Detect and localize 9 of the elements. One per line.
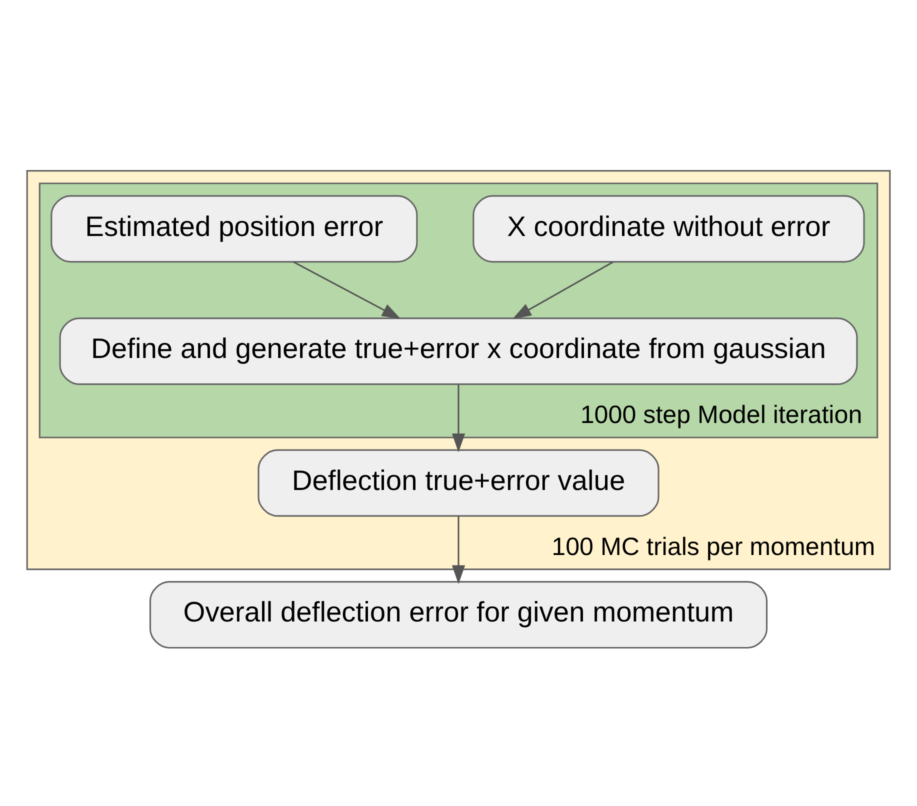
node-box: X coordinate without error <box>472 195 865 263</box>
node-box: Overall deflection error for given momentum <box>149 581 768 648</box>
arrow <box>452 384 466 452</box>
node-box: Deflection true+error value <box>258 449 660 517</box>
node-box: Define and generate true+error x coordinate from gaussian <box>59 318 858 385</box>
arrow <box>293 261 401 319</box>
arrow <box>512 261 614 320</box>
node-box: Estimated position error <box>50 195 418 263</box>
arrow <box>452 516 466 584</box>
